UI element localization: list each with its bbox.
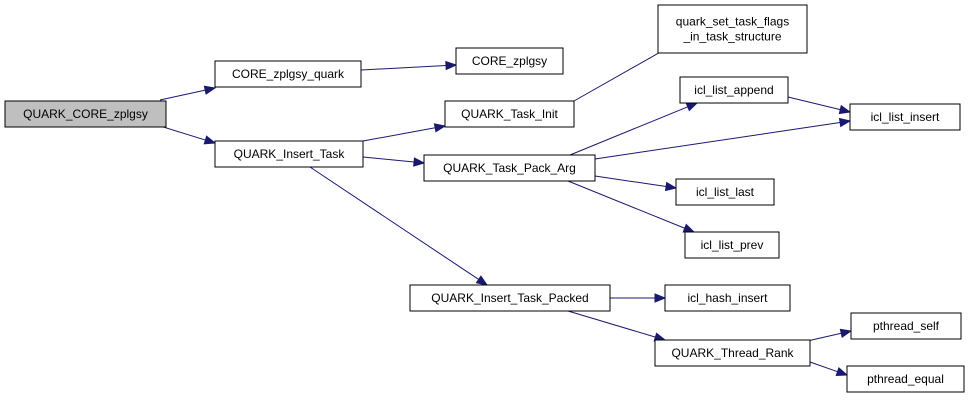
node-icl-list-last[interactable]: icl_list_last	[675, 178, 775, 206]
node-box	[679, 76, 789, 104]
edge-line	[594, 121, 841, 160]
node-quark-insert-task-packed[interactable]: QUARK_Insert_Task_Packed	[409, 284, 611, 312]
node-box	[444, 100, 575, 128]
node-label: icl_list_append	[694, 83, 773, 97]
edge-quark-insert-task-to-quark-task-init	[362, 123, 447, 142]
node-label: CORE_zplgsy_quark	[232, 67, 345, 81]
node-box	[214, 140, 364, 168]
node-pthread-self[interactable]: pthread_self	[850, 312, 962, 340]
node-box	[214, 60, 362, 88]
arrowhead-icon	[203, 135, 217, 145]
edge-icl-list-append-to-icl-list-insert	[787, 96, 852, 115]
arrowhead-icon	[838, 117, 852, 128]
edge-quark-insert-task-packed-to-icl-hash-insert	[610, 293, 667, 303]
node-box	[423, 154, 596, 182]
arrowhead-icon	[838, 104, 852, 115]
call-nodes: QUARK_CORE_zplgsy CORE_zplgsy_quarkQUARK_…	[4, 4, 965, 393]
edge-quark-task-pack-arg-to-icl-list-append	[569, 102, 699, 156]
edge-line	[309, 166, 479, 280]
arrowhead-icon	[654, 293, 667, 303]
node-label: QUARK_Thread_Rank	[671, 346, 794, 360]
node-label: icl_hash_insert	[687, 291, 768, 305]
node-box	[850, 312, 962, 340]
node-icl-list-prev[interactable]: icl_list_prev	[684, 231, 780, 259]
node-box	[675, 178, 775, 206]
node-quark-core-zplgsy[interactable]: QUARK_CORE_zplgsy	[4, 100, 167, 128]
edge-quark-insert-task-to-quark-insert-task-packed	[309, 166, 489, 286]
edge-line	[159, 89, 206, 101]
call-edges	[159, 41, 853, 376]
node-quark-task-init[interactable]: QUARK_Task_Init	[444, 100, 575, 128]
node-quark-set-task-flags[interactable]: quark_set_task_flags_in_task_structure	[657, 4, 808, 54]
node-label: _in_task_structure	[682, 30, 781, 44]
node-label: quark_set_task_flags	[676, 15, 789, 29]
node-box	[849, 103, 961, 131]
node-quark-thread-rank[interactable]: QUARK_Thread_Rank	[654, 339, 811, 367]
edge-line	[569, 106, 688, 156]
node-box	[654, 339, 811, 367]
node-box	[664, 284, 791, 312]
arrowhead-icon	[445, 60, 458, 71]
arrowhead-icon	[433, 123, 447, 133]
edge-line	[787, 96, 841, 111]
arrowhead-icon	[203, 85, 217, 95]
edge-quark-task-pack-arg-to-icl-list-last	[594, 175, 678, 192]
node-label: icl_list_last	[696, 185, 755, 199]
edge-quark-insert-task-to-quark-task-pack-arg	[362, 156, 426, 167]
arrowhead-icon	[475, 275, 489, 286]
edge-core-zplgsy-quark-to-core-zplgsy	[360, 60, 458, 71]
arrowhead-icon	[413, 157, 426, 167]
node-label: QUARK_Task_Pack_Arg	[443, 161, 576, 175]
node-box	[684, 231, 780, 259]
node-core-zplgsy-quark[interactable]: CORE_zplgsy_quark	[214, 60, 362, 88]
node-icl-hash-insert[interactable]: icl_hash_insert	[664, 284, 791, 312]
edge-line	[573, 46, 670, 102]
node-icl-list-insert[interactable]: icl_list_insert	[849, 103, 961, 131]
arrowhead-icon	[839, 328, 853, 338]
node-pthread-equal[interactable]: pthread_equal	[846, 365, 965, 393]
node-box	[657, 4, 808, 54]
edge-line	[567, 310, 656, 338]
edge-quark-insert-task-packed-to-quark-thread-rank	[567, 310, 667, 342]
node-label: QUARK_Task_Init	[461, 107, 558, 121]
edge-quark-thread-rank-to-pthread-equal	[809, 361, 849, 376]
node-box	[455, 47, 564, 75]
node-label: QUARK_Insert_Task_Packed	[431, 291, 588, 305]
node-label: pthread_equal	[867, 372, 944, 386]
node-label: CORE_zplgsy	[472, 54, 547, 68]
edge-quark-core-zplgsy-to-quark-insert-task	[159, 125, 217, 145]
node-label: icl_list_insert	[871, 110, 940, 124]
edge-quark-task-pack-arg-to-icl-list-insert	[594, 117, 852, 160]
node-label: QUARK_Insert_Task	[234, 147, 346, 161]
arrowhead-icon	[835, 367, 849, 376]
edge-line	[809, 361, 838, 373]
node-quark-insert-task[interactable]: QUARK_Insert_Task	[214, 140, 364, 168]
edge-line	[362, 127, 436, 142]
edge-line	[159, 125, 206, 141]
edge-line	[567, 180, 685, 229]
arrowhead-icon	[664, 181, 678, 192]
arrowhead-icon	[682, 223, 696, 233]
edge-line	[594, 175, 667, 188]
node-box	[409, 284, 611, 312]
node-icl-list-append[interactable]: icl_list_append	[679, 76, 789, 104]
node-box	[846, 365, 965, 393]
arrowhead-icon	[685, 102, 699, 112]
node-quark-task-pack-arg[interactable]: QUARK_Task_Pack_Arg	[423, 154, 596, 182]
edge-quark-core-zplgsy-to-core-zplgsy-quark	[159, 85, 217, 101]
node-label: icl_list_prev	[701, 238, 764, 252]
edge-line	[360, 65, 447, 71]
node-box	[4, 100, 167, 128]
node-core-zplgsy[interactable]: CORE_zplgsy	[455, 47, 564, 75]
node-label: pthread_self	[873, 319, 940, 333]
node-label: QUARK_CORE_zplgsy	[23, 107, 148, 121]
edge-line	[362, 156, 415, 163]
